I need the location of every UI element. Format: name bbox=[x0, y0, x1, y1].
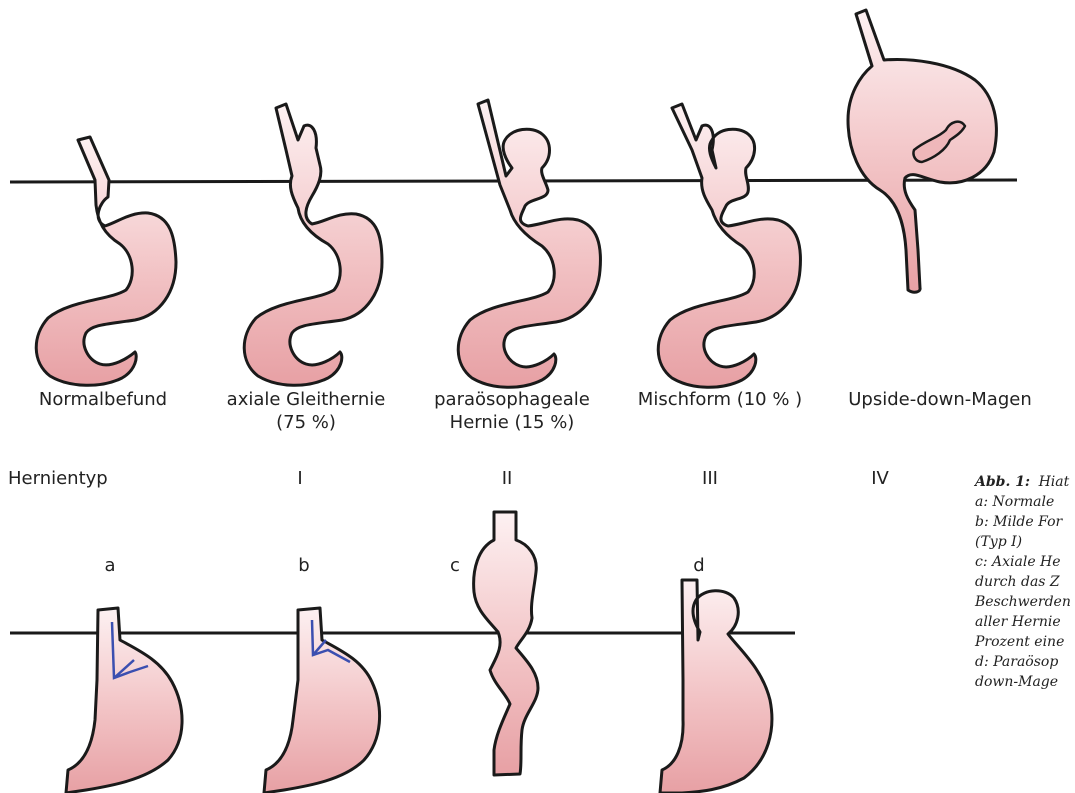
hernia-type-2: II bbox=[502, 468, 513, 489]
stomach-normal bbox=[36, 137, 176, 385]
hernia-type-1: I bbox=[297, 468, 302, 489]
hernia-type-3: III bbox=[702, 468, 718, 489]
label-axial-line1: axiale Gleithernie bbox=[227, 389, 386, 410]
label-axial-line2: (75 %) bbox=[276, 412, 336, 433]
caption-line-3: (Typ I) bbox=[975, 534, 1022, 550]
caption-line-8: Prozent eine bbox=[974, 634, 1064, 650]
label-upside-down: Upside-down-Magen bbox=[848, 389, 1032, 410]
label-para-line2: Hernie (15 %) bbox=[450, 412, 575, 433]
panel-label-d: d bbox=[693, 555, 704, 576]
panel-label-b: b bbox=[298, 555, 309, 576]
caption-line-4: c: Axiale He bbox=[975, 554, 1061, 570]
stomach-mixed-hernia bbox=[658, 104, 800, 387]
stomach-panel-b bbox=[264, 608, 380, 793]
caption-line-2: b: Milde For bbox=[975, 514, 1063, 530]
label-para-line1: paraösophageale bbox=[434, 389, 590, 410]
hernia-type-heading: Hernientyp bbox=[8, 468, 108, 489]
stomach-axial-sliding-hernia bbox=[244, 104, 382, 385]
panel-label-a: a bbox=[104, 555, 115, 576]
caption-line-6: Beschwerden bbox=[974, 594, 1071, 610]
label-mischform: Mischform (10 % ) bbox=[638, 389, 802, 410]
label-normalbefund: Normalbefund bbox=[39, 389, 167, 410]
caption-line-1: a: Normale bbox=[975, 494, 1054, 510]
caption-line-9: d: Paraösop bbox=[975, 654, 1058, 670]
hernia-type-4: IV bbox=[871, 468, 889, 489]
caption-line-5: durch das Z bbox=[975, 574, 1060, 590]
panel-label-c: c bbox=[450, 555, 460, 576]
figure-caption: Abb. 1: Hiat a: Normale b: Milde For (Ty… bbox=[973, 474, 1071, 690]
caption-title-line: Abb. 1: Hiat bbox=[973, 474, 1070, 490]
caption-line-7: aller Hernie bbox=[975, 614, 1061, 630]
stomach-paraesophageal-hernia bbox=[458, 100, 600, 387]
stomach-upside-down bbox=[848, 10, 996, 292]
caption-line-10: down-Mage bbox=[975, 674, 1058, 690]
stomach-panel-a bbox=[66, 608, 182, 793]
caption-title: Abb. 1: bbox=[973, 474, 1030, 490]
stomach-panel-d bbox=[660, 580, 772, 793]
stomach-panel-c bbox=[474, 512, 538, 775]
caption-title-rest: Hiat bbox=[1038, 474, 1070, 490]
